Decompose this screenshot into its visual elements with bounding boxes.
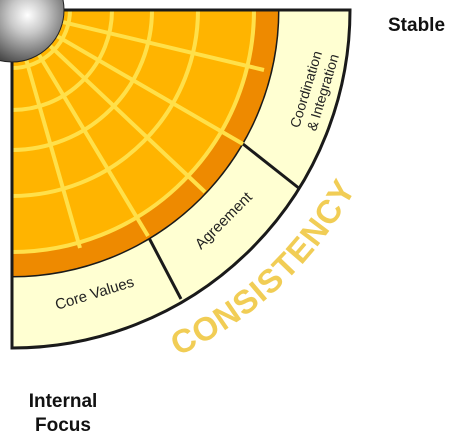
band-divider-1 (146, 235, 183, 300)
band-divider-2 (242, 142, 301, 191)
hub-sphere (0, 0, 65, 63)
internal-focus-line-2: Focus (35, 415, 91, 436)
orange-inner-sector (12, 10, 254, 252)
stable-label: Stable (388, 15, 446, 36)
internal-focus-line-1: Internal (28, 391, 98, 412)
internal-focus-label: Internal Focus (18, 390, 108, 438)
